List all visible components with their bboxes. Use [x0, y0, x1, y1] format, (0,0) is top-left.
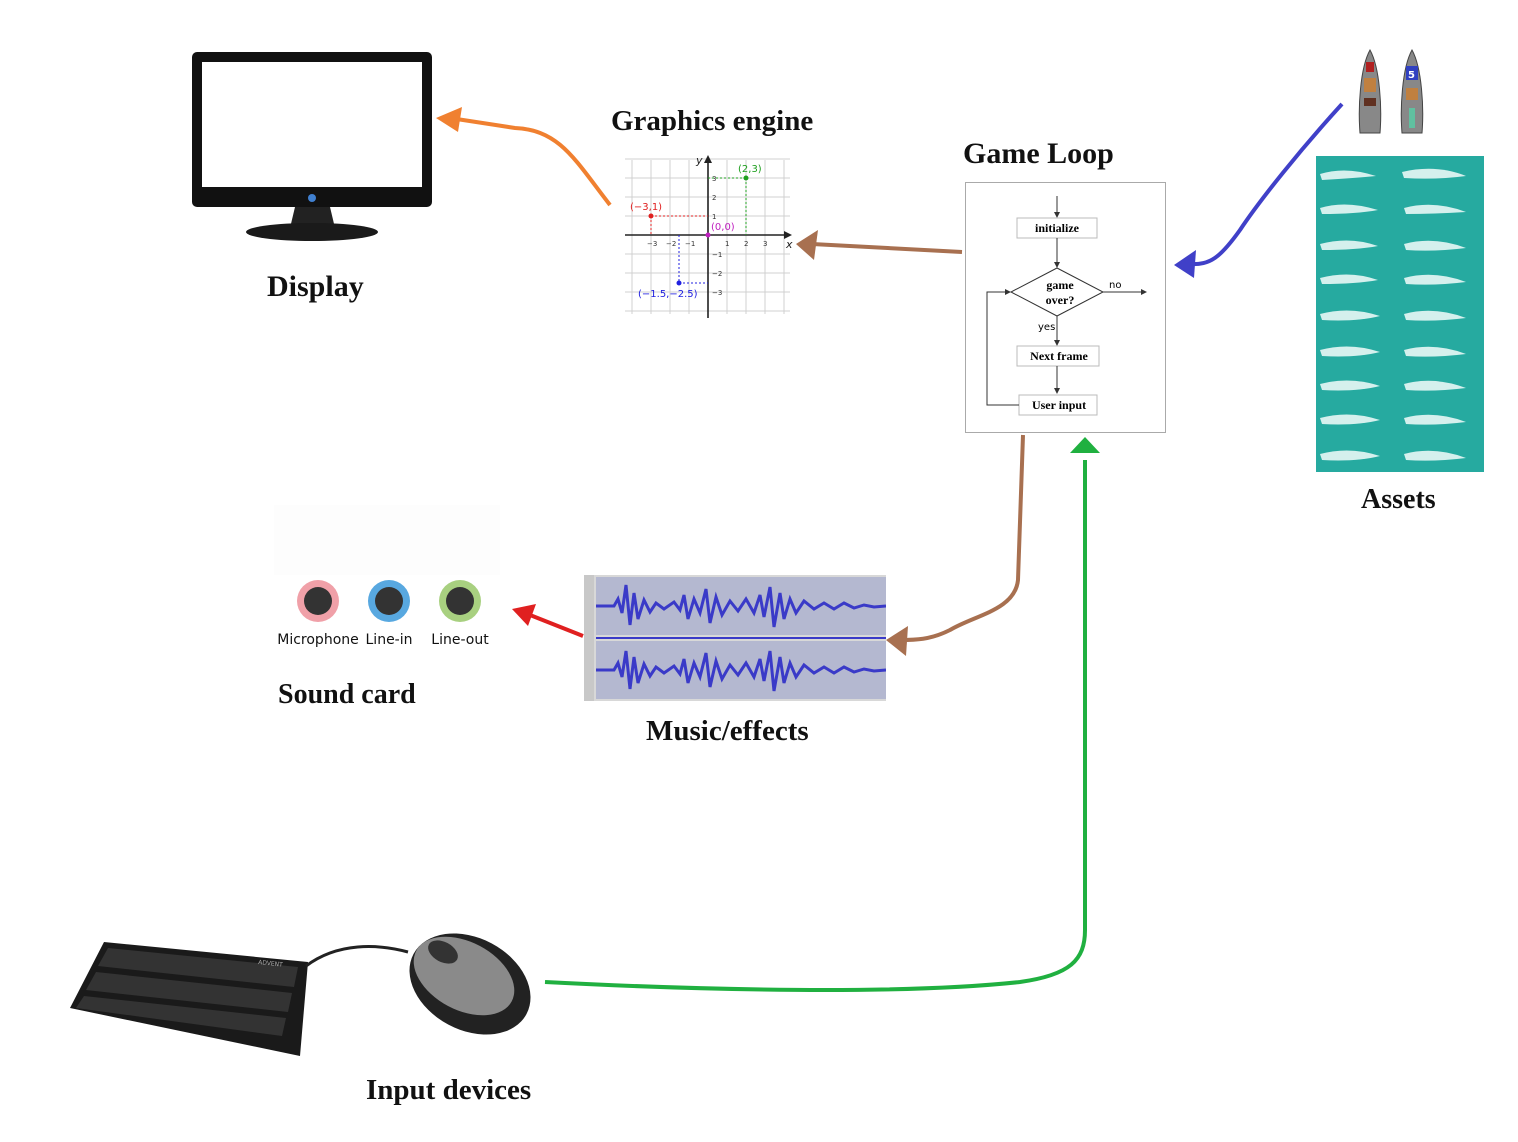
y-tick: 1	[712, 213, 716, 221]
input-devices-label: Input devices	[366, 1074, 532, 1106]
line-out-label: Line-out	[431, 632, 489, 648]
y-tick: 2	[712, 194, 716, 202]
arrowhead-display	[436, 107, 462, 132]
initialize-text: initialize	[1035, 221, 1080, 235]
decision-text-2: over?	[1046, 293, 1075, 307]
svg-text:5: 5	[1408, 70, 1415, 81]
microphone-label: Microphone	[277, 632, 359, 648]
coordinate-graph-icon: x y −3 −2 −1 1 2 3 3 2 1 −1 −2 −3 (−3,1)…	[625, 154, 793, 318]
keyboard-mouse-icon: ADVENT	[70, 933, 531, 1056]
point-green-label: (2,3)	[738, 164, 762, 175]
next-frame-box	[1016, 345, 1100, 367]
arrow-loop-to-graphics	[811, 242, 963, 254]
y-tick: −1	[712, 251, 722, 259]
sound-card-label: Sound card	[278, 679, 416, 710]
monitor-icon	[192, 52, 432, 241]
y-axis-label: y	[695, 154, 703, 167]
display-label: Display	[267, 270, 364, 303]
x-axis-label: x	[785, 238, 793, 251]
arrow-assets-to-loop	[1189, 102, 1344, 267]
arrowhead-loop-bottom	[1070, 437, 1100, 453]
music-effects-label: Music/effects	[646, 715, 809, 747]
point-origin	[705, 232, 711, 238]
line-in-label: Line-in	[366, 632, 413, 648]
arrowhead-soundcard	[512, 604, 536, 626]
graphics-engine-label: Graphics engine	[611, 105, 814, 137]
user-input-text: User input	[1032, 398, 1086, 412]
y-tick: −2	[712, 270, 722, 278]
decision-text-1: game	[1046, 278, 1074, 292]
waveform-icon	[584, 575, 886, 701]
point-blue	[676, 280, 682, 286]
x-tick: −2	[666, 240, 676, 248]
no-label: no	[1109, 280, 1121, 291]
mouse-icon	[409, 933, 531, 1035]
arrow-input-to-loop	[544, 460, 1087, 992]
keyboard-brand: ADVENT	[258, 959, 284, 969]
arrow-graphics-to-display	[449, 116, 612, 207]
yes-label: yes	[1038, 322, 1055, 333]
x-tick: 1	[725, 240, 729, 248]
arrowhead-loop-right	[1174, 250, 1196, 278]
boat-sprites-icon: 5	[1358, 48, 1424, 134]
sound-card-panel: Microphone Line-in Line-out	[274, 505, 500, 648]
game-loop-label: Game Loop	[963, 137, 1114, 170]
point-green	[743, 175, 749, 181]
game-loop-flowchart: initialize game over? no yes Next frame …	[965, 182, 1166, 433]
x-tick: −1	[685, 240, 695, 248]
arrow-loop-to-music	[899, 434, 1025, 642]
y-tick: 3	[712, 175, 716, 183]
arrowhead-music	[886, 626, 908, 656]
x-tick: −3	[647, 240, 657, 248]
point-blue-label: (−1.5,−2.5)	[638, 289, 698, 300]
x-tick: 3	[763, 240, 767, 248]
point-red	[648, 213, 654, 219]
next-frame-text: Next frame	[1030, 349, 1088, 363]
assets-label: Assets	[1361, 484, 1436, 515]
y-tick: −3	[712, 289, 722, 297]
point-origin-label: (0,0)	[711, 222, 735, 233]
arrow-music-to-soundcard	[529, 613, 584, 638]
point-red-label: (−3,1)	[630, 202, 662, 213]
x-tick: 2	[744, 240, 748, 248]
water-texture-tiles	[1316, 156, 1484, 472]
arrowhead-graphics	[796, 230, 818, 260]
